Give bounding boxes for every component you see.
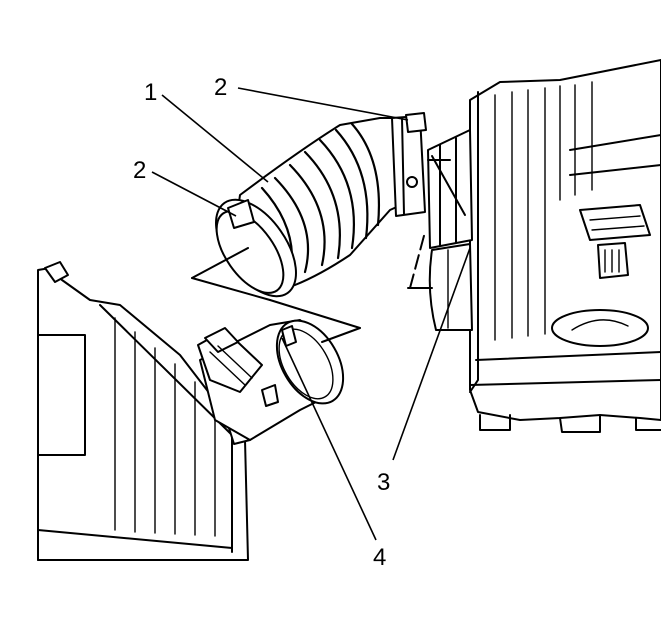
maf-sensor-duct: [197, 319, 345, 441]
callout-3-label: 3: [377, 469, 390, 496]
intake-hose: [215, 112, 427, 298]
leader-lines: [151, 87, 471, 541]
alignment-lines-left: [191, 247, 361, 343]
callout-4-label: 4: [373, 544, 386, 571]
alignment-lines-right: [407, 155, 466, 289]
callout-2-left-label: 2: [133, 157, 146, 184]
air-cleaner-housing: [427, 59, 661, 433]
callout-1-label: 1: [144, 79, 157, 106]
callout-2-top-label: 2: [214, 74, 227, 101]
